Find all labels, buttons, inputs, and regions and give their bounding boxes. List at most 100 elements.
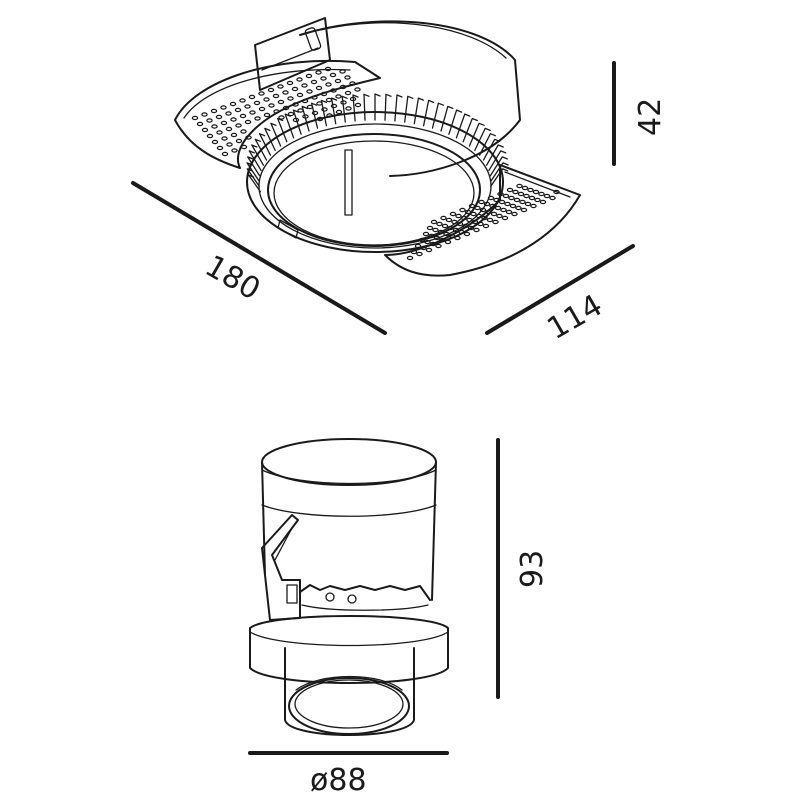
perforation-hole (354, 102, 362, 108)
perforation-hole (532, 189, 540, 195)
perforation-hole (325, 97, 333, 103)
heat-sink-fin (482, 138, 501, 161)
perforation-hole (478, 199, 485, 205)
perforation-hole (287, 96, 294, 101)
dimension-height-top-label: 42 (633, 98, 668, 136)
perforation-hole (505, 209, 513, 215)
perforation-hole (553, 189, 560, 195)
perforation-hole (422, 231, 430, 237)
perforation-hole (220, 105, 227, 110)
perforation-hole (473, 227, 480, 233)
perforation-hole (263, 97, 270, 102)
perforation-hole (226, 142, 233, 147)
perforation-hole (513, 197, 521, 203)
perforation-hole (330, 103, 338, 109)
perforation-hole (201, 112, 208, 117)
perforation-hole (291, 86, 299, 92)
perforation-hole (263, 112, 271, 118)
perforation-hole (229, 101, 237, 107)
perforation-hole (310, 79, 318, 85)
perforation-hole (455, 213, 462, 219)
heat-sink-fin (363, 93, 370, 121)
perforation-hole (539, 199, 547, 205)
heat-sink-fin (455, 113, 471, 139)
heat-sink-fin (374, 93, 381, 121)
perforation-hole (430, 219, 438, 225)
perforation-hole (519, 199, 526, 205)
perforation-hole (201, 127, 209, 133)
dimension-height-side-label: 93 (515, 550, 550, 588)
perforation-hole (278, 115, 285, 120)
heat-sink-fin (462, 117, 478, 143)
perforation-hole (471, 219, 479, 225)
perforation-hole (521, 185, 529, 191)
perforation-hole (324, 66, 332, 72)
dimension-line-length (131, 181, 387, 335)
heat-sink-fin (320, 99, 328, 127)
perforation-hole (432, 227, 439, 233)
perforation-hole (549, 195, 556, 201)
heat-sink-fin (277, 117, 288, 143)
perforation-hole (515, 205, 522, 211)
perforation-hole (258, 106, 266, 112)
perforation-hole (282, 105, 290, 111)
perforation-hole (240, 144, 248, 150)
perforation-hole (329, 72, 337, 78)
perforation-hole (221, 136, 228, 141)
perforation-hole (534, 197, 541, 203)
perforation-hole (467, 225, 475, 231)
heat-sink-fin (310, 102, 319, 129)
perforation-hole (436, 221, 443, 227)
perforation-hole (435, 243, 442, 249)
perforation-hole (292, 102, 299, 107)
perforation-hole (235, 138, 243, 144)
perforation-hole (253, 100, 261, 106)
perforation-hole (315, 85, 323, 91)
perforation-hole (325, 82, 332, 87)
perforation-hole (543, 193, 551, 199)
heat-sink-fin (248, 150, 262, 172)
heat-sink-fin (485, 144, 504, 166)
right-flange-perforations (406, 183, 560, 261)
heat-sink-fin (330, 97, 338, 125)
perforation-hole (527, 187, 534, 193)
perforation-hole (512, 189, 519, 195)
perforation-hole (230, 132, 238, 138)
left-flange-perforations (191, 66, 362, 157)
heat-sink-fin (352, 94, 359, 122)
perforation-hole (482, 223, 490, 229)
perforation-hole (191, 115, 199, 121)
perforation-hole (335, 94, 342, 99)
perforation-hole (248, 94, 256, 100)
perforation-hole (511, 211, 518, 217)
perforation-hole (296, 77, 303, 82)
perforation-hole (516, 183, 523, 189)
heat-sink-fin (478, 133, 497, 156)
perforation-hole (500, 207, 507, 213)
perforation-hole (239, 113, 247, 119)
perforation-hole (441, 223, 449, 229)
perforation-hole (282, 90, 289, 95)
perforation-hole (517, 191, 525, 197)
perforation-hole (524, 201, 532, 207)
perforation-hole (498, 199, 506, 205)
perforation-hole (220, 120, 228, 126)
perforation-hole (506, 187, 514, 193)
perforation-hole (321, 107, 328, 112)
perforation-hole (335, 109, 343, 115)
side-view-fixture (249, 438, 449, 736)
heat-sink-fin (264, 127, 276, 152)
heat-sink-fin (384, 93, 392, 121)
perforation-hole (345, 106, 352, 111)
heat-sink-fin (474, 127, 491, 152)
perforation-hole (315, 70, 322, 75)
heat-sink-fin (246, 168, 260, 188)
perforation-hole (272, 93, 280, 99)
heat-sink-fin (341, 95, 348, 123)
perforation-hole (501, 215, 509, 221)
perforation-hole (502, 193, 510, 199)
perforation-hole (215, 114, 223, 120)
perforation-hole (459, 207, 466, 213)
perforation-hole (520, 207, 528, 213)
heat-sink-fin (431, 102, 445, 129)
